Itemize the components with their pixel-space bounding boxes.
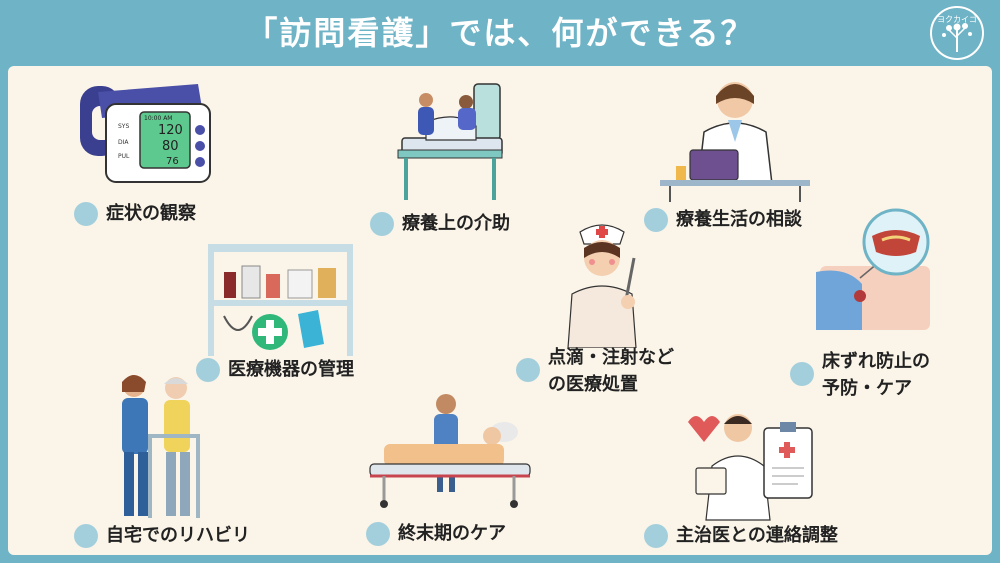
item-label: 症状の観察 — [106, 203, 196, 224]
item-bedsore-prevention: 床ずれ防止の 予防・ケア — [790, 348, 930, 402]
item-label: 主治医との連絡調整 — [676, 525, 838, 546]
end-of-life-care-illustration — [369, 394, 531, 508]
medical-equipment-illustration — [208, 244, 353, 356]
doctor-coordination-illustration — [688, 414, 813, 521]
item-label: 療養生活の相談 — [676, 209, 802, 230]
doctor-consultation-illustration — [660, 82, 810, 202]
item-label: 自宅でのリハビリ — [106, 525, 250, 546]
bullet-dot — [644, 208, 668, 232]
bedsore-illustration — [816, 208, 930, 330]
bed-care-illustration — [397, 83, 503, 200]
logo-text: ヨクカイゴ — [937, 15, 977, 24]
item-symptom-observation: 症状の観察 — [74, 200, 196, 227]
bullet-dot — [370, 212, 394, 236]
sys-value: 120 — [158, 123, 183, 138]
item-doctor-coordination: 主治医との連絡調整 — [644, 522, 838, 549]
bullet-dot — [644, 524, 668, 548]
blood-pressure-monitor-illustration: SYS DIA PUL 10:00 AM 120 80 76 — [80, 84, 211, 183]
sys-label: SYS — [118, 123, 129, 130]
item-daily-assistance: 療養上の介助 — [370, 210, 510, 237]
bullet-dot — [366, 522, 390, 546]
bullet-dot — [516, 358, 540, 382]
logo: ヨクカイゴ — [930, 6, 984, 60]
rehabilitation-illustration — [122, 375, 200, 518]
item-label: 療養上の介助 — [402, 213, 510, 234]
item-label-line1: 床ずれ防止の — [822, 351, 930, 372]
content-panel: SYS DIA PUL 10:00 AM 120 80 76 — [8, 66, 992, 555]
item-label: 点滴・注射など の医療処置 — [548, 344, 674, 398]
item-home-rehabilitation: 自宅でのリハビリ — [74, 522, 250, 549]
page-title: 「訪問看護」では、何ができる？ — [245, 14, 755, 52]
tree-icon — [942, 23, 972, 52]
item-lifestyle-consultation: 療養生活の相談 — [644, 206, 802, 233]
pul-value: 76 — [166, 156, 179, 167]
dia-value: 80 — [162, 139, 179, 154]
item-label-line1: 点滴・注射など — [548, 347, 674, 368]
item-label-line2: 予防・ケア — [822, 378, 912, 399]
bullet-dot — [74, 202, 98, 226]
nurse-injection-illustration — [567, 224, 637, 348]
bullet-dot — [790, 362, 814, 386]
bullet-dot — [196, 358, 220, 382]
dia-label: DIA — [118, 139, 129, 146]
item-label: 床ずれ防止の 予防・ケア — [822, 348, 930, 402]
item-medical-device-management: 医療機器の管理 — [196, 356, 354, 383]
item-end-of-life-care: 終末期のケア — [366, 520, 506, 547]
item-label: 医療機器の管理 — [228, 359, 354, 380]
pul-label: PUL — [118, 153, 130, 160]
item-label: 終末期のケア — [398, 523, 506, 544]
time-label: 10:00 AM — [144, 115, 172, 122]
item-label-line2: の医療処置 — [548, 374, 638, 395]
item-medical-procedures: 点滴・注射など の医療処置 — [516, 344, 674, 398]
bullet-dot — [74, 524, 98, 548]
